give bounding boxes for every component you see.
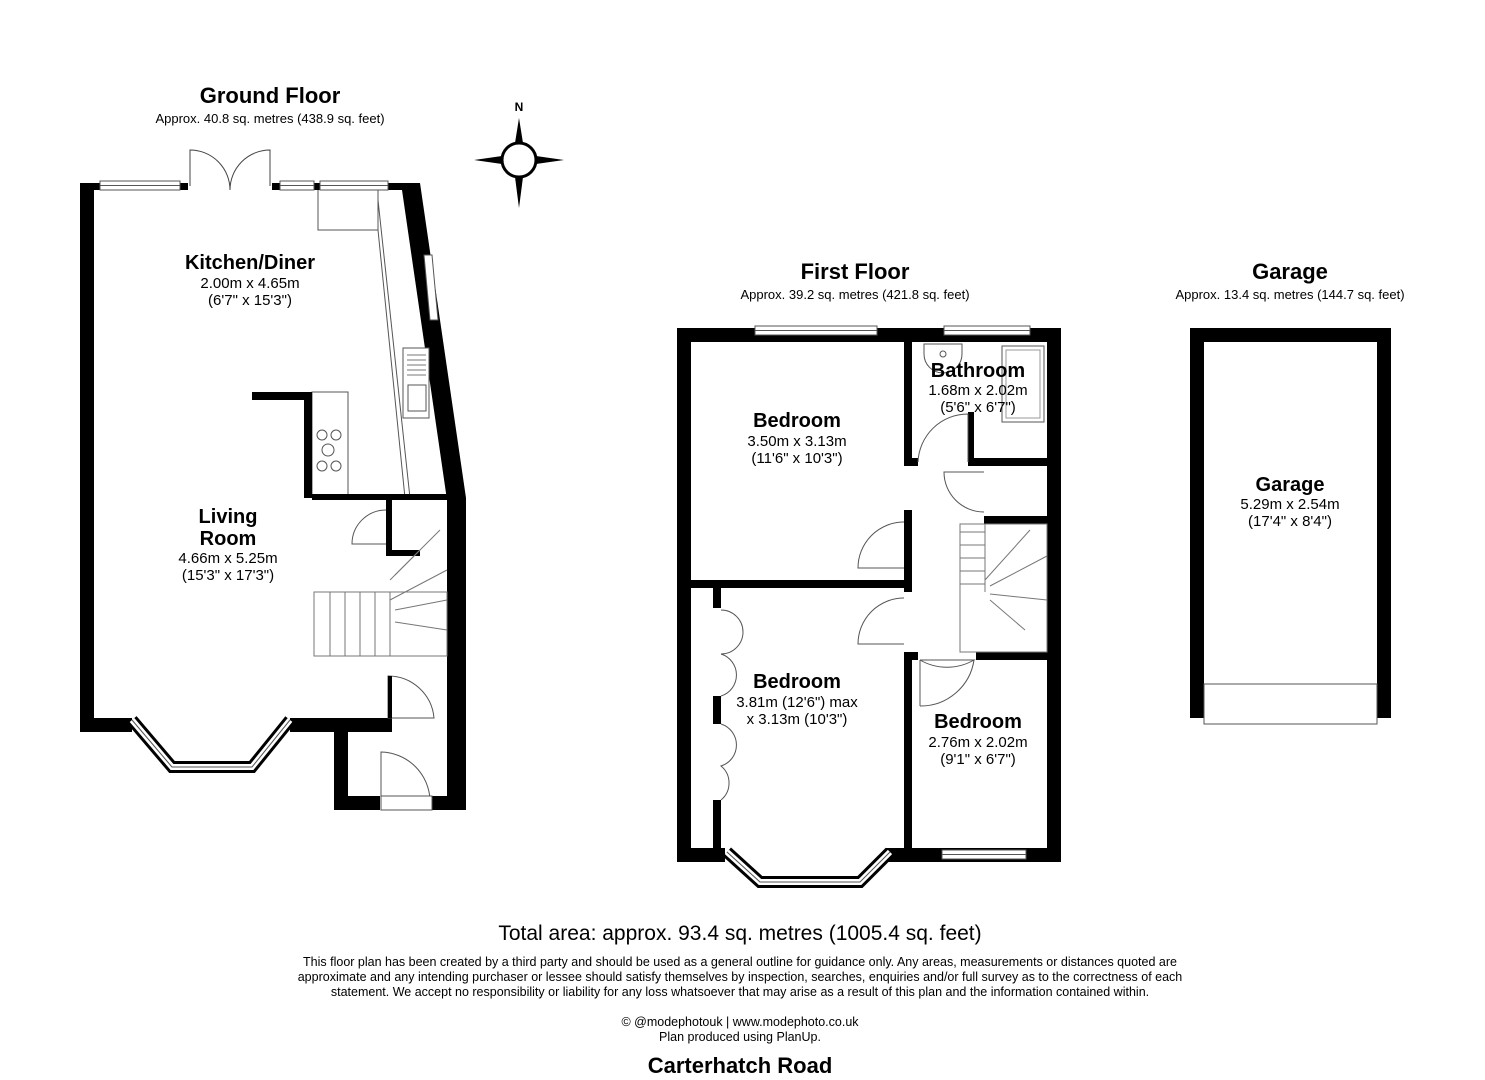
porch-inner-wall [388, 718, 392, 732]
hall-top-wall [312, 494, 447, 500]
disclaimer-line1: This floor plan has been created by a th… [303, 955, 1177, 969]
ff-wall-bath-bottom-left [904, 458, 918, 466]
garage-top-wall [1190, 328, 1391, 342]
ff-door-bath [917, 413, 969, 463]
living-name-line2: Room [199, 528, 257, 550]
bedroom3-name: Bedroom [934, 711, 1022, 733]
ff-left-wall [677, 328, 691, 862]
ff-door-cupboard [943, 471, 985, 513]
kitchen-name: Kitchen/Diner [184, 252, 316, 274]
garage-door [1203, 683, 1378, 725]
ff-wall-bath-left [904, 342, 912, 466]
french-door-arcs [189, 149, 271, 191]
ff-door-bed3 [919, 659, 976, 668]
cupboard-wall [386, 500, 392, 556]
porch-right-wall [447, 498, 466, 810]
cupboard-door [351, 509, 387, 545]
ff-wardrobe-doors [719, 609, 744, 801]
ff-wall-bed1-bottom [691, 580, 907, 588]
ground-floor-plan [80, 149, 466, 811]
garage-area: Approx. 13.4 sq. metres (144.7 sq. feet) [1175, 287, 1405, 302]
bedroom2-metric: 3.81m (12'6") max [736, 694, 858, 711]
bathroom-metric: 1.68m x 2.02m [928, 382, 1028, 399]
kitchen-partition [252, 392, 312, 400]
cupboard-wall-bottom [386, 550, 420, 556]
window-kitchen-side [423, 254, 439, 321]
ff-stairs [959, 523, 1048, 653]
garage-left-wall [1190, 328, 1204, 718]
credit-line2: Plan produced using PlanUp. [659, 1030, 821, 1044]
ff-wall-bed3-top-right [976, 652, 1047, 660]
first-floor-area: Approx. 39.2 sq. metres (421.8 sq. feet) [740, 287, 970, 302]
address-title: Carterhatch Road [647, 1053, 833, 1078]
kitchen-partition-vertical [304, 392, 312, 498]
bedroom2-name: Bedroom [753, 671, 841, 693]
ground-floor-area: Approx. 40.8 sq. metres (438.9 sq. feet) [155, 111, 385, 126]
bedroom1-name: Bedroom [753, 410, 841, 432]
garage-title: Garage [1252, 259, 1328, 284]
porch-bottom-wall-left [334, 796, 380, 810]
ff-wall-bath-bottom [972, 458, 1047, 466]
garage-right-wall [1377, 328, 1391, 718]
ff-wardrobe-wall-bottom [713, 800, 721, 848]
ff-right-wall [1047, 328, 1061, 862]
living-metric: 4.66m x 5.25m [178, 550, 278, 567]
garage-plan [1190, 328, 1391, 725]
bathroom-imperial: (5'6" x 6'7") [940, 399, 1016, 416]
ff-door-bed1 [857, 521, 905, 569]
living-bottom-wall-left [80, 718, 132, 732]
kitchen-counter-2 [377, 199, 411, 499]
total-area: Total area: approx. 93.4 sq. metres (100… [498, 922, 982, 945]
first-floor-title: First Floor [800, 259, 910, 284]
bedroom1-imperial: (11'6" x 10'3") [751, 450, 843, 467]
porch-left-wall [334, 718, 348, 810]
front-door [380, 751, 431, 801]
disclaimer-line3: statement. We accept no responsibility o… [330, 985, 1150, 999]
ff-bottom-left [677, 848, 725, 862]
compass-north-label: N [514, 100, 524, 114]
garage-room-imperial: (17'4" x 8'4") [1248, 513, 1332, 530]
living-door [387, 675, 435, 719]
bedroom3-imperial: (9'1" x 6'7") [940, 751, 1016, 768]
kitchen-imperial: (6'7" x 15'3") [208, 292, 292, 309]
ff-wall-bed3-left [904, 652, 912, 852]
ff-wardrobe-wall-mid [713, 696, 721, 724]
ff-bath-basin [923, 343, 963, 374]
ff-wardrobe-wall-top [713, 588, 721, 608]
first-floor-plan [677, 325, 1061, 888]
ff-wall-landing-left [904, 510, 912, 592]
ground-floor-title: Ground Floor [199, 83, 341, 108]
garage-room-metric: 5.29m x 2.54m [1240, 496, 1340, 513]
ground-stairs [313, 529, 448, 657]
compass-rose [474, 118, 564, 208]
disclaimer-line2: approximate and any intending purchaser … [297, 970, 1183, 984]
bathroom-name: Bathroom [930, 360, 1026, 382]
credit-line1: © @modephotouk | www.modephoto.co.uk [621, 1015, 859, 1029]
kitchen-counter [317, 190, 406, 499]
ground-floor-left-wall [80, 183, 94, 731]
living-name-line1: Living [198, 506, 258, 528]
bedroom1-metric: 3.50m x 3.13m [747, 433, 847, 450]
garage-room-name: Garage [1255, 474, 1325, 496]
ff-wall-bath-door-jamb [968, 412, 974, 466]
kitchen-metric: 2.00m x 4.65m [200, 275, 300, 292]
ff-door-bed2 [857, 597, 905, 645]
ff-wall-cupboard [984, 516, 1047, 524]
ff-bath-shower [1001, 345, 1045, 423]
bedroom2-imperial: x 3.13m (10'3") [746, 711, 848, 728]
bedroom3-metric: 2.76m x 2.02m [928, 734, 1028, 751]
living-imperial: (15'3" x 17'3") [181, 567, 275, 584]
ground-floor-walls [80, 183, 466, 810]
